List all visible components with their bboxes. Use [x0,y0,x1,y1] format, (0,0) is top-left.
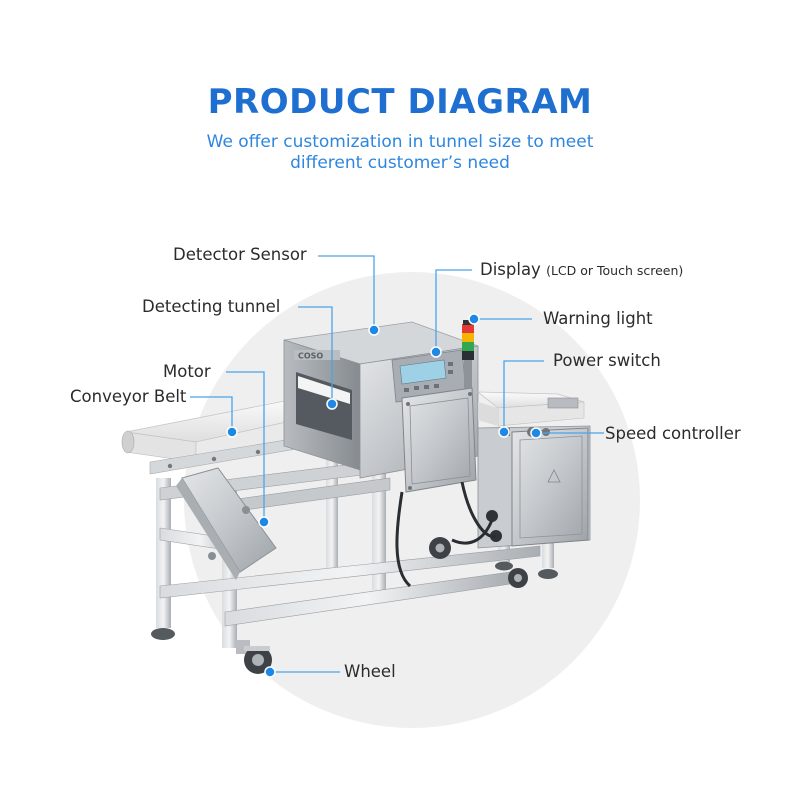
conveyor-belt-right [476,391,585,427]
motor-housing [176,467,277,580]
leader-detecting-tunnel [298,306,333,404]
dot-detector-sensor [368,324,380,336]
label-speed-controller: Speed controller [605,424,741,443]
leader-display [435,269,472,352]
leader-detector-sensor [318,255,375,330]
dot-detecting-tunnel [326,398,338,410]
subtitle-line-1: We offer customization in tunnel size to… [206,132,594,152]
dot-wheel [264,666,276,678]
dot-motor [258,516,270,528]
leader-motor [226,371,265,522]
cables [395,481,497,588]
label-detecting-tunnel: Detecting tunnel [142,297,281,316]
page-subtitle: We offer customization in tunnel size to… [0,132,800,174]
label-warning-light: Warning light [543,309,653,328]
warning-light [462,320,474,388]
wheel-front [236,640,272,674]
page-title: PRODUCT DIAGRAM [207,82,593,122]
dot-conveyor-belt [226,426,238,438]
leader-conveyor-belt [190,396,233,432]
display-panel [391,349,467,403]
dot-power-switch [498,426,510,438]
dot-warning-light [468,313,480,325]
dot-display [430,346,442,358]
label-detector-sensor: Detector Sensor [173,245,307,264]
front-control-box [401,387,477,493]
electrical-cabinet [477,425,591,549]
label-conveyor-belt: Conveyor Belt [70,387,187,406]
label-wheel: Wheel [344,662,396,681]
dot-speed-controller [530,427,542,439]
label-display: Display (LCD or Touch screen) [480,260,683,281]
label-motor: Motor [163,362,211,381]
subtitle-line-2: different customer’s need [290,153,510,173]
label-display-text: Display [480,260,541,279]
wheel-rear [429,537,528,588]
brand-mark: COSO [298,352,323,361]
leader-lines [190,255,604,673]
label-power-switch: Power switch [553,351,661,370]
label-display-note: (LCD or Touch screen) [546,263,684,278]
callout-dots [226,313,542,678]
leader-power-switch [503,360,544,432]
